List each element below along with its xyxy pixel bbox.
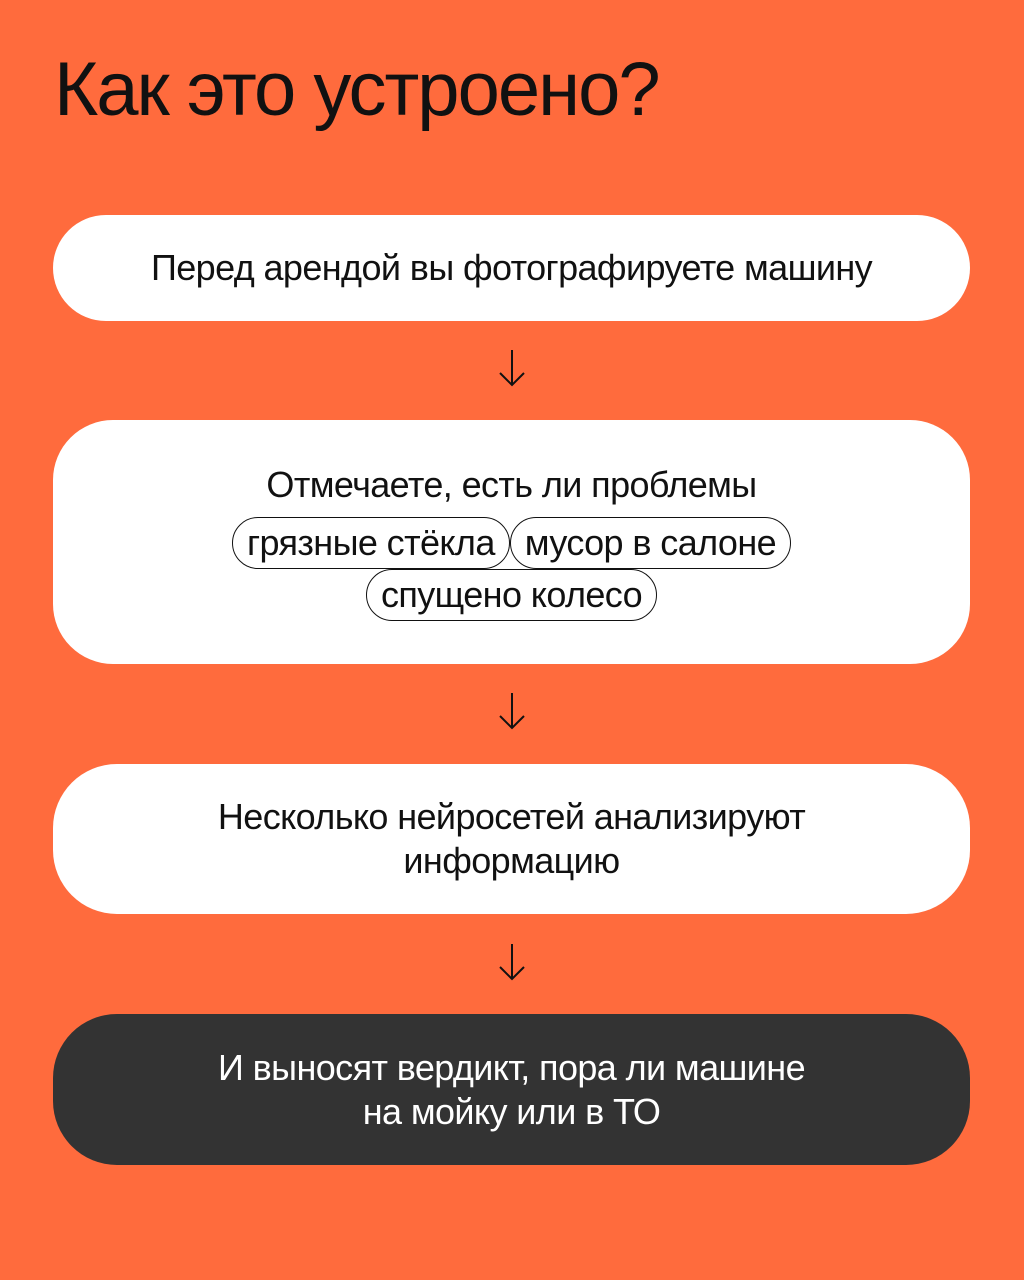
chip-dirty-glass: грязные стёкла [231, 517, 510, 569]
arrow-down-icon [499, 693, 525, 730]
step-text-line2: на мойку или в ТО [362, 1090, 661, 1132]
arrow-down-icon [499, 944, 525, 981]
problem-chips: грязные стёкла мусор в салоне спущено ко… [192, 517, 832, 621]
step-text-line1: Несколько нейросетей анализируют [217, 796, 806, 837]
step-text-line2: информацию [403, 840, 620, 881]
step-card-3: Несколько нейросетей анализируют информа… [53, 764, 970, 914]
step-card-2: Отмечаете, есть ли проблемы грязные стёк… [53, 420, 970, 664]
chip-flat-tire: спущено колесо [365, 569, 658, 621]
step-text: Отмечаете, есть ли проблемы [266, 464, 757, 505]
step-text-line1: И выносят вердикт, пора ли машине [217, 1046, 806, 1088]
page-title: Как это устроено? [54, 47, 661, 132]
step-text: Перед арендой вы фотографируете машину [150, 247, 873, 288]
arrow-down-icon [499, 350, 525, 387]
chip-trash-in-cabin: мусор в салоне [509, 517, 792, 569]
step-card-1: Перед арендой вы фотографируете машину [53, 215, 970, 321]
step-card-verdict: И выносят вердикт, пора ли машине на мой… [53, 1014, 970, 1165]
